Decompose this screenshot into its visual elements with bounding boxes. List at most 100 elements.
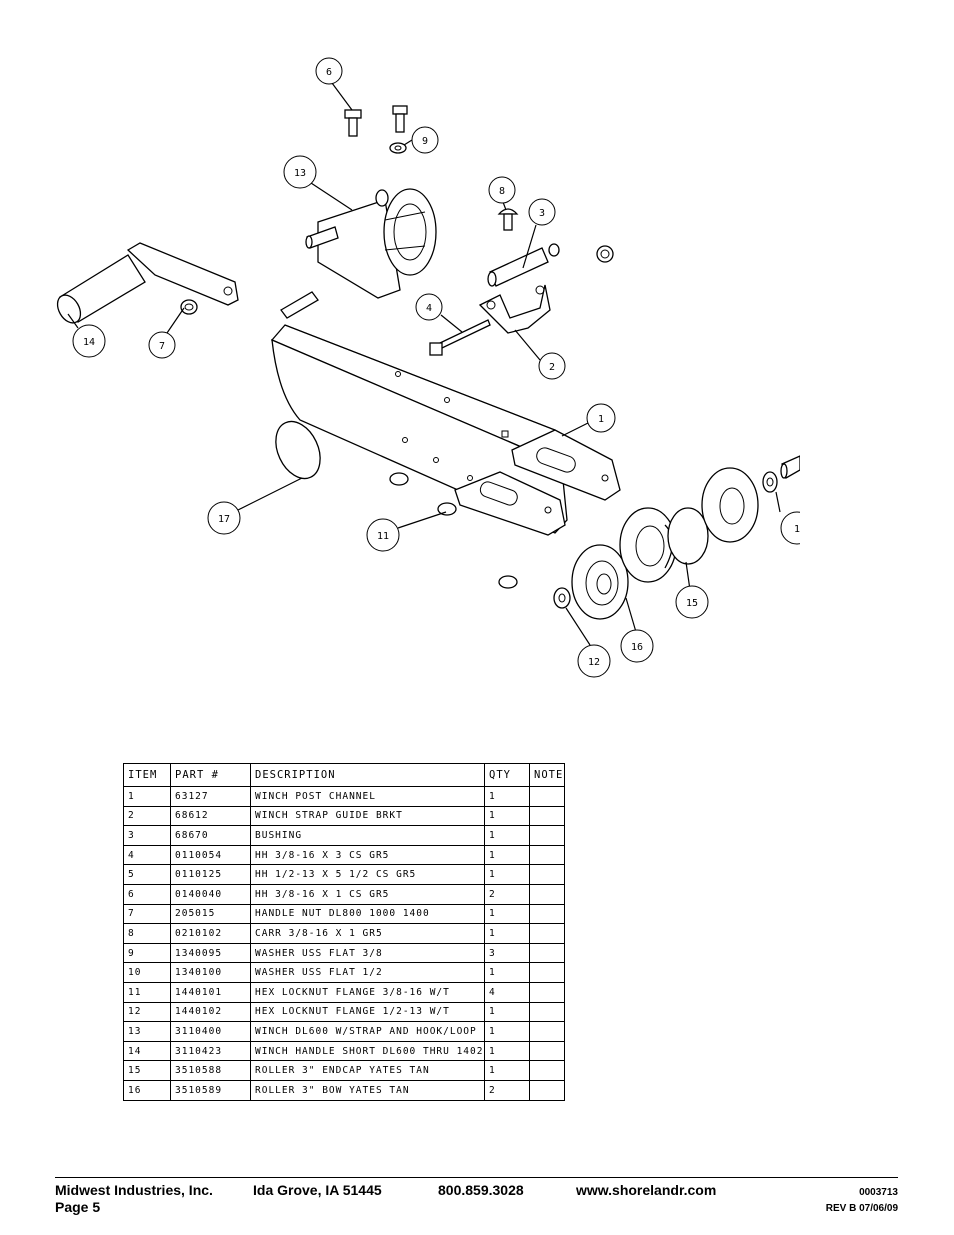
svg-text:8: 8: [499, 186, 505, 197]
svg-text:14: 14: [83, 337, 95, 348]
cell-part: 0110054: [170, 844, 251, 866]
winch-post-channel: [270, 291, 621, 536]
cell-part: 1440101: [170, 981, 251, 1003]
callout-13: 13: [283, 155, 317, 189]
callout-9: 9: [411, 126, 439, 154]
leader-lines: [67, 82, 781, 646]
cell-part: 63127: [170, 786, 251, 807]
cell-part: 0140040: [170, 883, 251, 905]
callout-4: 4: [415, 293, 443, 321]
cell-item: 9: [123, 942, 171, 964]
svg-text:12: 12: [588, 657, 600, 668]
callout-11: 11: [366, 518, 400, 552]
cell-description: HH 3/8-16 X 1 CS GR5: [250, 883, 485, 905]
footer-company: Midwest Industries, Inc.: [55, 1182, 213, 1198]
cell-note: [529, 864, 565, 885]
col-header-qty: QTY: [484, 763, 530, 787]
cell-description: ROLLER 3" BOW YATES TAN: [250, 1079, 485, 1101]
svg-text:6: 6: [326, 67, 332, 78]
cell-qty: 3: [484, 942, 530, 964]
cell-description: WASHER USS FLAT 3/8: [250, 942, 485, 964]
col-header-item: ITEM: [123, 763, 171, 787]
cell-qty: 1: [484, 1021, 530, 1042]
callout-14: 14: [72, 324, 106, 358]
cell-item: 8: [123, 923, 171, 944]
cell-qty: 1: [484, 844, 530, 866]
cell-part: 3510588: [170, 1060, 251, 1081]
cell-item: 6: [123, 883, 171, 905]
cell-note: [529, 981, 565, 1003]
cell-item: 2: [123, 805, 171, 827]
callout-15: 15: [675, 585, 709, 619]
cell-description: WINCH DL600 W/STRAP AND HOOK/LOOP: [250, 1021, 485, 1042]
col-header-part: PART #: [170, 763, 251, 787]
cell-description: WINCH HANDLE SHORT DL600 THRU 1402: [250, 1040, 485, 1062]
footer-website[interactable]: www.shorelandr.com: [576, 1182, 717, 1198]
svg-text:15: 15: [686, 598, 698, 609]
cell-item: 14: [123, 1040, 171, 1062]
cell-item: 1: [123, 786, 171, 807]
table-cutoff: [120, 1107, 570, 1127]
callout-17: 17: [207, 501, 241, 535]
cell-note: [529, 1001, 565, 1023]
exploded-parts-diagram: 6 9 13 8 3 4 2 1 14 7 17 11 15 16 12 1: [56, 57, 814, 678]
cell-part: 3110400: [170, 1021, 251, 1042]
cell-note: [529, 805, 565, 827]
footer-phone: 800.859.3028: [438, 1182, 524, 1198]
callout-8: 8: [488, 176, 516, 204]
callout-3: 3: [528, 198, 556, 226]
small-hardware: [180, 105, 614, 609]
svg-text:11: 11: [377, 531, 389, 542]
cell-qty: 2: [484, 1079, 530, 1101]
cell-description: ROLLER 3" ENDCAP YATES TAN: [250, 1060, 485, 1081]
svg-text:17: 17: [218, 514, 230, 525]
cell-part: 68670: [170, 825, 251, 846]
callout-1: 1: [586, 403, 616, 433]
strap-guide-bracket: [478, 247, 551, 334]
cell-description: HANDLE NUT DL800 1000 1400: [250, 903, 485, 925]
cell-note: [529, 883, 565, 905]
callout-16: 16: [620, 629, 654, 663]
svg-text:13: 13: [294, 168, 306, 179]
cell-qty: 1: [484, 805, 530, 827]
table-header-row: ITEM PART # DESCRIPTION QTY NOTE: [123, 763, 565, 787]
cell-qty: 1: [484, 825, 530, 846]
svg-text:4: 4: [426, 303, 432, 314]
cell-item: 3: [123, 825, 171, 846]
cell-description: CARR 3/8-16 X 1 GR5: [250, 923, 485, 944]
footer-divider: [55, 1177, 898, 1178]
svg-text:2: 2: [549, 362, 555, 373]
cell-qty: 1: [484, 1001, 530, 1023]
cell-part: 0110125: [170, 864, 251, 885]
cell-note: [529, 1060, 565, 1081]
bolt-item-4: [429, 319, 491, 356]
cell-description: WASHER USS FLAT 1/2: [250, 962, 485, 983]
cell-note: [529, 1079, 565, 1101]
cell-qty: 4: [484, 981, 530, 1003]
cell-description: WINCH STRAP GUIDE BRKT: [250, 805, 485, 827]
col-header-description: DESCRIPTION: [250, 763, 485, 787]
cell-part: 205015: [170, 903, 251, 925]
cell-note: [529, 1040, 565, 1062]
cell-note: [529, 903, 565, 925]
col-header-note: NOTE: [529, 763, 565, 787]
cell-qty: 1: [484, 786, 530, 807]
cell-qty: 1: [484, 864, 530, 885]
svg-text:3: 3: [539, 208, 545, 219]
winch-handle: [56, 242, 239, 324]
callout-6: 6: [315, 57, 343, 85]
cell-qty: 2: [484, 883, 530, 905]
cell-description: BUSHING: [250, 825, 485, 846]
footer-doc-number: 0003713: [859, 1187, 898, 1198]
cell-description: HH 1/2-13 X 5 1/2 CS GR5: [250, 864, 485, 885]
